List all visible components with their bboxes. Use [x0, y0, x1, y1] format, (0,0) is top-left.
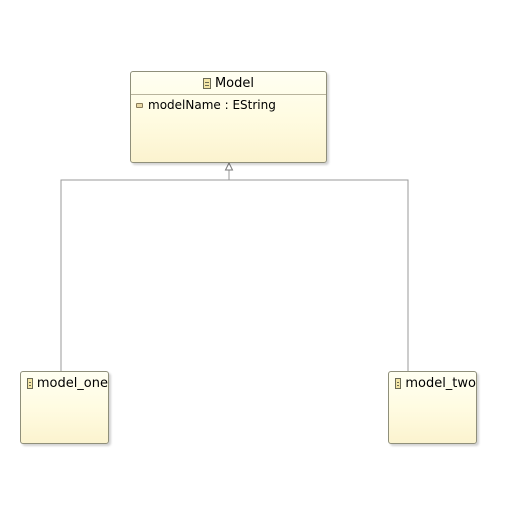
class-model-name: Model [214, 75, 255, 91]
eclass-icon [395, 377, 402, 389]
generalization-edge-model-one[interactable] [60, 170, 230, 371]
class-model-one[interactable]: model_one [20, 371, 109, 444]
class-model-two-name: model_two [405, 375, 476, 391]
generalization-arrowhead [224, 161, 234, 171]
eattribute-icon [136, 102, 143, 108]
class-model[interactable]: Model modelName : EString [130, 71, 327, 163]
attribute-label: modelName : EString [148, 98, 276, 112]
class-model-header[interactable]: Model [131, 72, 326, 94]
class-model-one-header[interactable]: model_one [21, 372, 108, 394]
class-model-two[interactable]: model_two [388, 371, 477, 444]
eclass-icon [202, 77, 211, 89]
class-model-divider [131, 94, 326, 95]
eclass-icon [27, 377, 33, 389]
class-model-two-header[interactable]: model_two [389, 372, 476, 394]
attribute-row-modelname[interactable]: modelName : EString [131, 95, 326, 112]
class-model-one-name: model_one [36, 375, 108, 391]
generalization-edge-model-two[interactable] [228, 170, 409, 371]
